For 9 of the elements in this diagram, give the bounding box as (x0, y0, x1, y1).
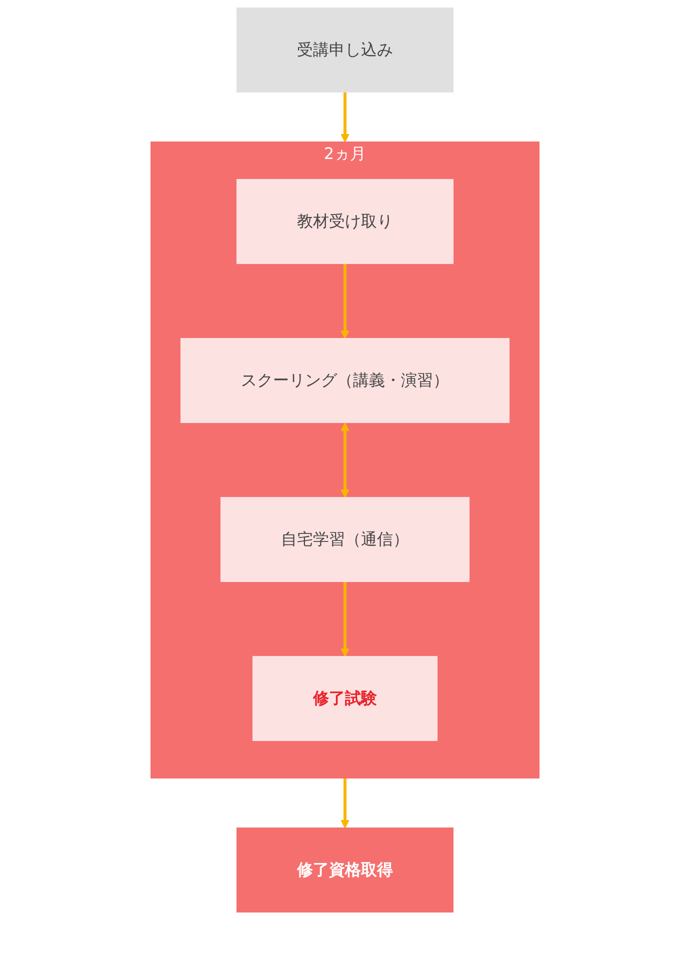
node-box: スクーリング（講義・演習） (180, 338, 510, 423)
arrow (340, 264, 350, 339)
arrow (340, 422, 350, 498)
node-box: 教材受け取り (236, 179, 454, 264)
arrow (340, 92, 350, 142)
arrow (340, 778, 350, 828)
node-box: 自宅学習（通信） (220, 497, 470, 582)
arrow (340, 582, 350, 657)
node-box: 受講申し込み (236, 8, 454, 92)
